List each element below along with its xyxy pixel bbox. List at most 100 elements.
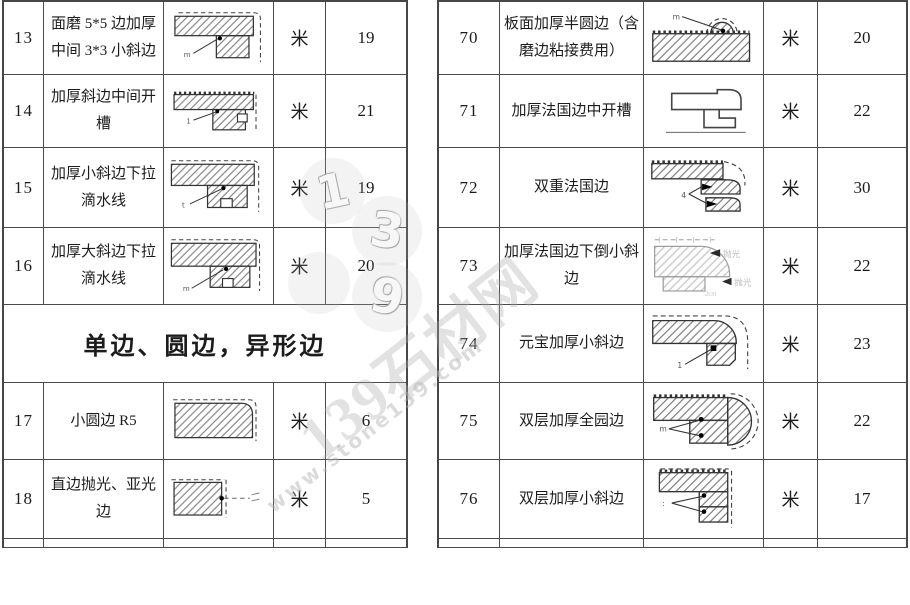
unit-cell: 米 [274, 228, 326, 305]
unit-cell: 米 [764, 383, 818, 460]
svg-text:2cm: 2cm [704, 290, 716, 297]
double-layer-full-round-profile-icon: m [652, 392, 759, 450]
price-cell: 22 [818, 383, 906, 460]
unit-cell: 米 [274, 148, 326, 228]
svg-text:m: m [182, 284, 189, 293]
unit-cell: 米 [764, 2, 818, 75]
next-row-partial-cell [644, 539, 764, 548]
edge-type-name-cell: 双层加厚小斜边 [500, 460, 644, 539]
top-half-round-profile-icon: m [651, 12, 750, 62]
price-cell: 19 [326, 2, 406, 75]
edge-profile-diagram-cell: 1 [164, 75, 274, 148]
edge-type-name-cell: 双层加厚全园边 [500, 383, 644, 460]
price-cell: 22 [818, 75, 906, 148]
row-number-cell: 15 [4, 148, 44, 228]
edge-type-name-cell: 加厚法国边中开槽 [500, 75, 644, 148]
small-bevel-drip-profile-icon: t [170, 160, 259, 213]
next-row-partial-cell [326, 539, 406, 548]
row-number-cell: 18 [4, 460, 44, 539]
svg-text:m: m [659, 424, 666, 433]
big-bevel-drip-profile-icon: m [170, 239, 260, 293]
edge-profile-diagram-cell: m [164, 228, 274, 305]
price-cell: 5 [326, 460, 406, 539]
row-number-cell: 14 [4, 75, 44, 148]
next-row-partial-cell [44, 539, 164, 548]
ingot-small-bevel-profile-icon: 1 [651, 315, 748, 370]
unit-cell: 米 [764, 305, 818, 383]
edge-profile-diagram-cell: m [164, 2, 274, 75]
svg-text:抛光: 抛光 [722, 248, 740, 259]
next-row-partial-cell [818, 539, 906, 548]
svg-text:4: 4 [681, 191, 686, 200]
edge-type-name-cell: 加厚大斜边下拉滴水线 [44, 228, 164, 305]
unit-cell: 米 [764, 148, 818, 228]
unit-cell: 米 [274, 75, 326, 148]
edge-profile-diagram-cell: 1 [644, 305, 764, 383]
row-number-cell: 75 [439, 383, 500, 460]
edge-profile-diagram-cell: m [644, 383, 764, 460]
edge-profile-diagram-cell [164, 383, 274, 460]
next-row-partial-cell [164, 539, 274, 548]
next-row-partial-cell [439, 539, 500, 548]
edge-type-name-cell: 加厚法国边下倒小斜边 [500, 228, 644, 305]
row-number-cell: 74 [439, 305, 500, 383]
price-cell: 20 [818, 2, 906, 75]
edge-profile-diagram-cell: t [164, 148, 274, 228]
svg-text:m: m [672, 12, 679, 21]
price-cell: 17 [818, 460, 906, 539]
next-row-partial-cell [274, 539, 326, 548]
edge-type-name-cell: 面磨 5*5 边加厚中间 3*3 小斜边 [44, 2, 164, 75]
price-cell: 22 [818, 228, 906, 305]
edge-profile-diagram-cell: 4 [644, 148, 764, 228]
row-number-cell: 72 [439, 148, 500, 228]
edge-profile-diagram-cell [164, 460, 274, 539]
edge-profile-diagram-cell: : [644, 460, 764, 539]
price-cell: 20 [326, 228, 406, 305]
l-step-small-bevel-profile-icon: m [173, 11, 261, 62]
edge-profile-diagram-cell [644, 75, 764, 148]
next-row-partial-cell [500, 539, 644, 548]
price-cell: 21 [326, 75, 406, 148]
svg-text:抛光: 抛光 [734, 276, 752, 287]
french-mid-groove-profile-icon [665, 89, 746, 134]
price-cell: 6 [326, 383, 406, 460]
row-number-cell: 71 [439, 75, 500, 148]
straight-polished-profile-icon [170, 479, 260, 518]
double-french-profile-icon: 4 [650, 160, 745, 212]
row-number-cell: 17 [4, 383, 44, 460]
edge-type-name-cell: 直边抛光、亚光边 [44, 460, 164, 539]
svg-text:1: 1 [677, 361, 682, 370]
edge-type-name-cell: 双重法国边 [500, 148, 644, 228]
edge-type-name-cell: 加厚小斜边下拉滴水线 [44, 148, 164, 228]
unit-cell: 米 [274, 460, 326, 539]
edge-type-name-cell: 板面加厚半圆边（含磨边粘接费用） [500, 2, 644, 75]
row-number-cell: 76 [439, 460, 500, 539]
row-number-cell: 16 [4, 228, 44, 305]
unit-cell: 米 [764, 228, 818, 305]
svg-text:m: m [183, 49, 190, 58]
svg-text:1: 1 [186, 116, 190, 125]
edge-profile-diagram-cell: m [644, 2, 764, 75]
double-layer-small-bevel-profile-icon: : [658, 468, 732, 528]
unit-cell: 米 [764, 75, 818, 148]
unit-cell: 米 [764, 460, 818, 539]
price-cell: 19 [326, 148, 406, 228]
next-row-partial-cell [4, 539, 44, 548]
next-row-partial-cell [764, 539, 818, 548]
edge-type-name-cell: 元宝加厚小斜边 [500, 305, 644, 383]
unit-cell: 米 [274, 383, 326, 460]
edge-type-name-cell: 加厚斜边中间开槽 [44, 75, 164, 148]
row-number-cell: 13 [4, 2, 44, 75]
price-cell: 23 [818, 305, 906, 383]
price-cell: 30 [818, 148, 906, 228]
small-round-r5-profile-icon [172, 399, 257, 442]
svg-text::: : [662, 499, 665, 508]
edge-type-name-cell: 小圆边 R5 [44, 383, 164, 460]
bevel-mid-groove-profile-icon: 1 [172, 91, 257, 132]
svg-text:t: t [181, 201, 184, 210]
